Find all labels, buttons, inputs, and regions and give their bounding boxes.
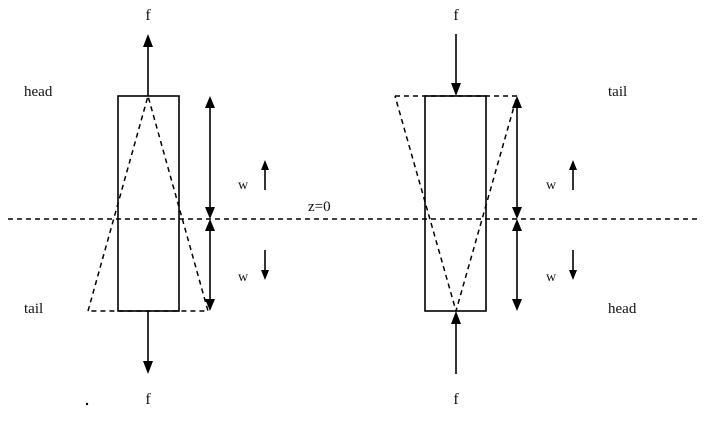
right-head-label: head: [608, 301, 637, 317]
stray-dot: [85, 402, 89, 406]
left-w-down-arrowhead: [261, 270, 269, 280]
plane-label: z=0: [308, 199, 331, 215]
right-rectangle: [424, 95, 487, 312]
left-top-arrowhead: [143, 34, 153, 47]
left-upper-dim-head-bottom: [205, 207, 215, 219]
left-lower-dim-head-bottom: [205, 299, 215, 311]
left-lower-dim-head-top: [205, 219, 215, 231]
right-top-force-label: f: [453, 7, 459, 24]
left-dashed-triangle: [87, 93, 209, 312]
left-top-force-label: f: [145, 7, 151, 24]
left-tail-label: tail: [24, 301, 43, 317]
right-bottom-arrowhead: [451, 311, 461, 324]
left-w-up-arrowhead: [261, 160, 269, 170]
left-upper-dim-head-top: [205, 96, 215, 108]
right-lower-dim-head-top: [512, 219, 522, 231]
left-w-up-label: w: [238, 178, 249, 193]
right-w-up-arrowhead: [569, 160, 577, 170]
left-w-down-label: w: [238, 270, 249, 285]
right-upper-dim-head-top: [512, 96, 522, 108]
left-head-label: head: [24, 84, 53, 100]
right-bottom-force-label: f: [453, 391, 459, 408]
left-rectangle: [117, 95, 180, 312]
right-upper-dim-head-bottom: [512, 207, 522, 219]
right-tail-label: tail: [608, 84, 627, 100]
right-top-arrowhead: [451, 83, 461, 96]
right-w-down-arrowhead: [569, 270, 577, 280]
right-dashed-triangle: [394, 95, 518, 314]
left-bottom-force-label: f: [145, 391, 151, 408]
right-w-up-label: w: [546, 178, 557, 193]
right-w-down-label: w: [546, 270, 557, 285]
right-lower-dim-head-bottom: [512, 299, 522, 311]
left-bottom-arrowhead: [143, 361, 153, 374]
